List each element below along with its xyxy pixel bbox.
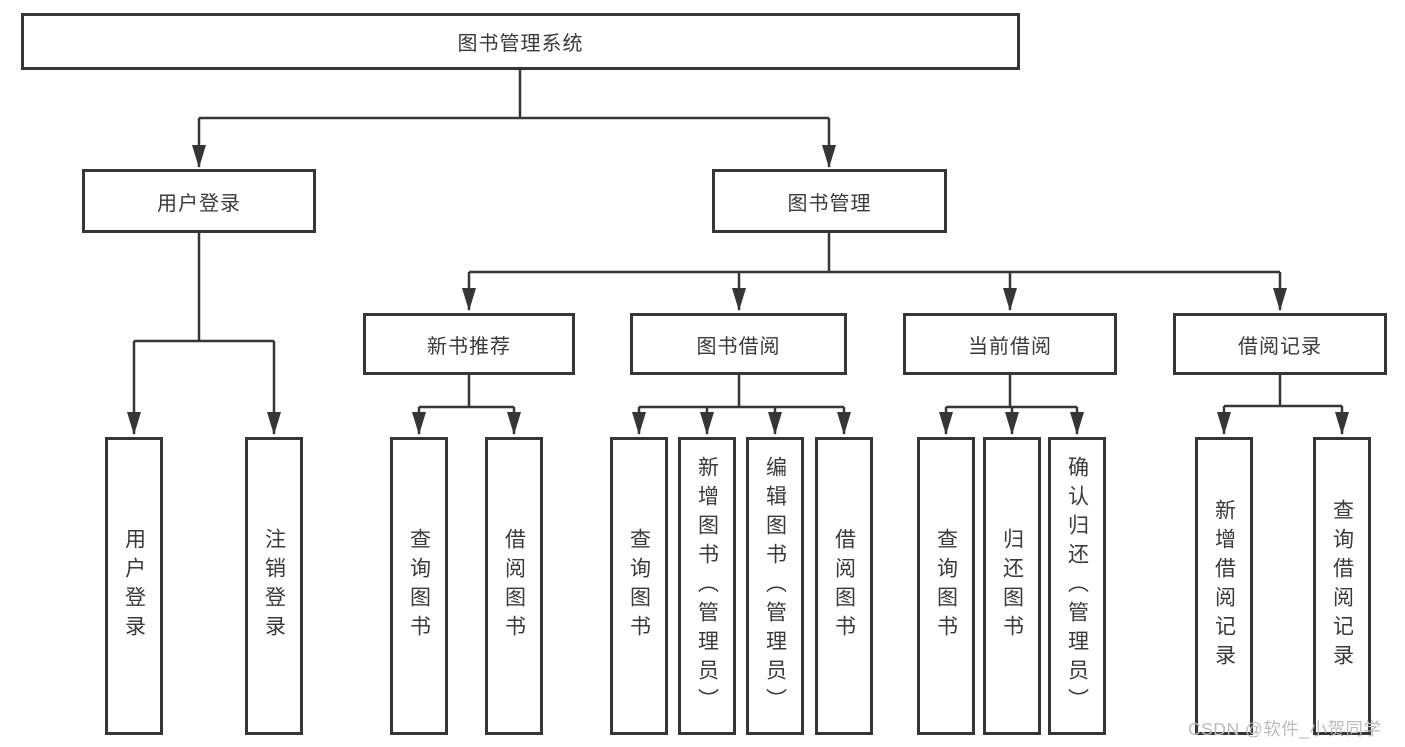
node-label: 新增借阅记录 [1212,499,1236,673]
leaf-borrow-edit-books-admin: 编辑图书（管理员） [746,437,804,735]
leaf-borrow-borrow-books: 借阅图书 [815,437,873,735]
node-label: 编辑图书（管理员） [763,455,787,717]
leaf-borrow-query-books: 查询图书 [610,437,668,735]
node-label: 借阅图书 [502,528,526,644]
leaf-records-add-record: 新增借阅记录 [1195,437,1253,735]
node-label: 归还图书 [1000,528,1024,644]
node-book-borrowing: 图书借阅 [630,313,847,375]
leaf-user-login: 用户登录 [105,437,163,735]
leaf-current-confirm-return-admin: 确认归还（管理员） [1048,437,1106,735]
leaf-current-query-books: 查询图书 [917,437,975,735]
node-label: 查询图书 [934,528,958,644]
node-label: 借阅图书 [832,528,856,644]
node-borrow-records: 借阅记录 [1173,313,1387,375]
node-new-book-recommend: 新书推荐 [363,313,575,375]
leaf-borrow-add-books-admin: 新增图书（管理员） [678,437,736,735]
node-label: 确认归还（管理员） [1065,455,1089,717]
node-label: 新增图书（管理员） [695,455,719,717]
leaf-logout: 注销登录 [245,437,303,735]
connector-segments [134,70,1342,409]
node-root-system: 图书管理系统 [21,13,1020,70]
node-label: 注销登录 [262,528,286,644]
node-user-login: 用户登录 [82,169,316,233]
csdn-watermark: CSDN @软件_小贺同学 [1188,719,1382,739]
node-current-borrowing: 当前借阅 [903,313,1117,375]
node-label: 查询图书 [627,528,651,644]
leaf-records-query-record: 查询借阅记录 [1313,437,1371,735]
leaf-rec-query-books: 查询图书 [390,437,448,735]
node-label: 用户登录 [122,528,146,644]
node-book-management: 图书管理 [712,169,947,233]
node-label: 查询借阅记录 [1330,499,1354,673]
leaf-current-return-books: 归还图书 [983,437,1041,735]
leaf-rec-borrow-books: 借阅图书 [485,437,543,735]
node-label: 查询图书 [407,528,431,644]
